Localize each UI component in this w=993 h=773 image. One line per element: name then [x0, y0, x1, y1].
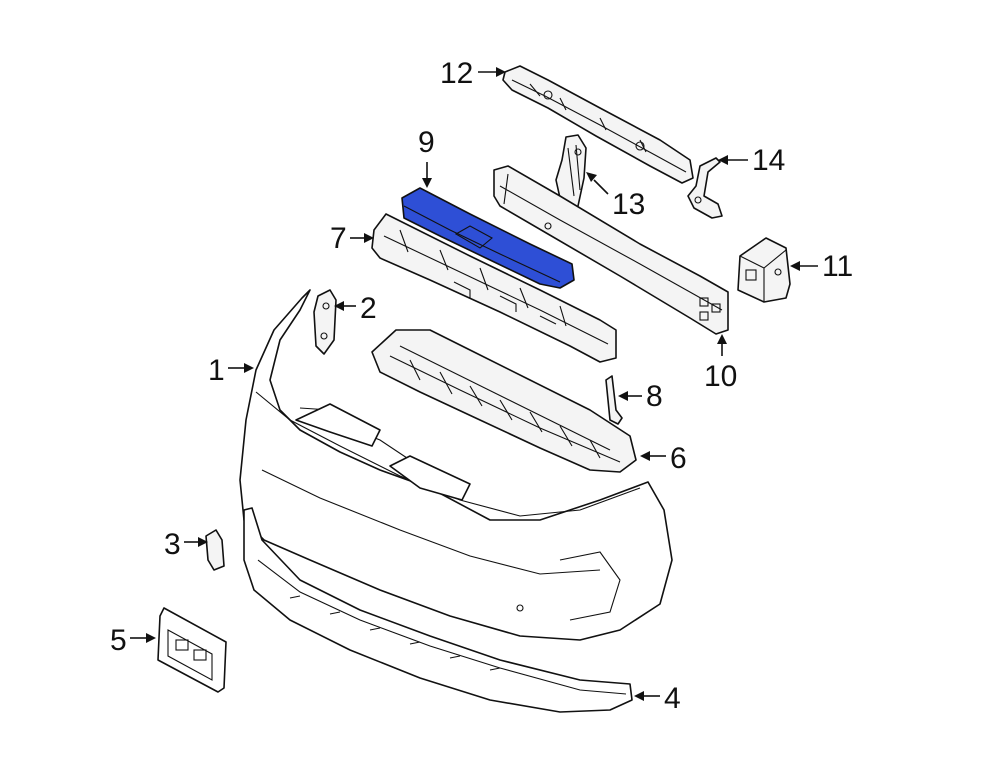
part-8-rod-bracket[interactable]	[605, 375, 623, 425]
callout-6: 6	[640, 442, 687, 475]
part-3-bracket[interactable]	[205, 529, 225, 571]
part-12-upper-tie-bar[interactable]	[502, 65, 694, 184]
callout-14: 14	[718, 144, 785, 177]
part-6-lower-grille-carrier[interactable]	[371, 329, 637, 473]
part-10-reinforcement-beam[interactable]	[493, 165, 729, 335]
svg-text:13: 13	[612, 188, 645, 221]
callout-3: 3	[164, 528, 208, 561]
svg-text:7: 7	[330, 222, 347, 255]
svg-text:1: 1	[208, 354, 225, 387]
callout-7: 7	[330, 222, 374, 255]
part-2-side-bracket[interactable]	[313, 289, 337, 355]
part-1-bumper-cover[interactable]	[239, 289, 673, 641]
svg-text:9: 9	[418, 126, 435, 159]
svg-text:11: 11	[822, 250, 853, 283]
part-4-lower-valance[interactable]	[243, 507, 633, 713]
callout-2: 2	[334, 292, 377, 325]
callout-10: 10	[704, 334, 737, 393]
part-14-hood-latch-bracket[interactable]	[687, 157, 723, 219]
callout-1: 1	[208, 354, 254, 387]
callout-9: 9	[418, 126, 435, 188]
svg-text:3: 3	[164, 528, 181, 561]
svg-text:8: 8	[646, 380, 663, 413]
part-5-license-plate-bracket[interactable]	[157, 607, 227, 693]
svg-text:10: 10	[704, 360, 737, 393]
svg-text:14: 14	[752, 144, 785, 177]
callout-13: 13	[586, 172, 645, 221]
svg-text:2: 2	[360, 292, 377, 325]
callout-4: 4	[634, 682, 681, 715]
part-7-upper-deflector[interactable]	[371, 213, 617, 363]
part-9-energy-absorber[interactable]	[401, 187, 575, 289]
callout-11: 11	[790, 250, 853, 283]
svg-text:5: 5	[110, 624, 127, 657]
svg-text:12: 12	[440, 57, 473, 90]
callout-8: 8	[618, 380, 663, 413]
svg-text:4: 4	[664, 682, 681, 715]
callout-12: 12	[440, 57, 506, 90]
svg-text:6: 6	[670, 442, 687, 475]
part-11-crash-box[interactable]	[737, 237, 791, 303]
callout-5: 5	[110, 624, 156, 657]
